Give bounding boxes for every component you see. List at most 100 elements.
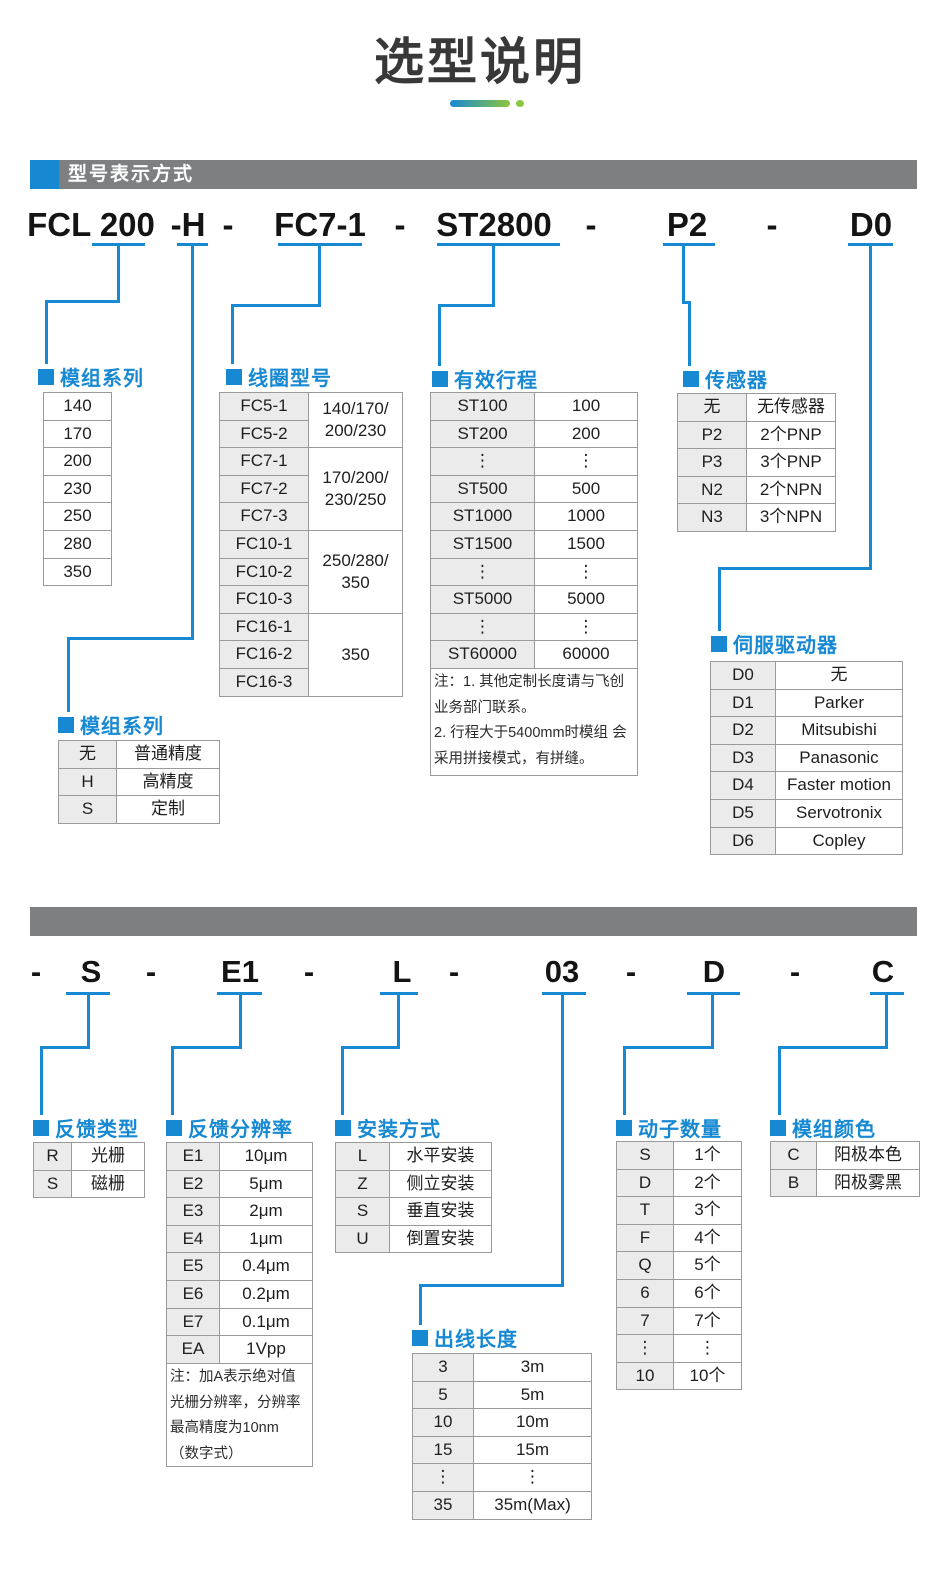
underline — [848, 243, 893, 246]
underline — [177, 243, 208, 246]
connector-line — [778, 1046, 888, 1049]
table-cell: L — [335, 1142, 390, 1171]
table-cell: 2个 — [673, 1168, 742, 1198]
table-cell: ⋮ — [616, 1334, 674, 1363]
table-cell: E5 — [166, 1252, 220, 1281]
table-cell: 高精度 — [116, 767, 220, 797]
group-label-mover-count: 动子数量 — [616, 1113, 722, 1142]
table-row: ⋮⋮ — [616, 1334, 742, 1363]
table-cell: Q — [616, 1251, 674, 1280]
table-cell: Mitsubishi — [775, 716, 903, 745]
connector-line — [40, 1046, 43, 1115]
table-row: 140 — [43, 392, 112, 421]
table-cell: N3 — [677, 503, 747, 532]
table-cell: F — [616, 1223, 674, 1253]
table-cell: 垂直安装 — [389, 1197, 492, 1226]
label-square-icon — [38, 368, 54, 385]
label-text: 动子数量 — [638, 1119, 722, 1141]
table-cell: ⋮ — [534, 557, 638, 587]
table-cell: FC7-3 — [219, 502, 309, 531]
table-cell: 250/280/ 350 — [308, 529, 403, 614]
label-text: 线圈型号 — [248, 368, 332, 390]
table-cell: 3个NPN — [746, 503, 836, 532]
table-cell: 100 — [534, 392, 638, 421]
table-cell: 5 — [412, 1380, 474, 1410]
underline — [870, 992, 904, 995]
table-cell: ⋮ — [430, 557, 535, 587]
table-cell: D3 — [710, 743, 776, 773]
connector-line — [885, 995, 888, 1048]
model-segment-precision: -H — [170, 206, 206, 243]
label-square-icon — [616, 1119, 632, 1136]
table-cell: ST200 — [430, 419, 535, 449]
underline — [380, 992, 418, 995]
table-cell: D0 — [710, 661, 776, 690]
model-separator: - — [394, 206, 406, 243]
table-cell: 280 — [43, 529, 112, 559]
table-cell: ⋮ — [412, 1463, 474, 1492]
table-cell: ST1000 — [430, 502, 535, 531]
table-cell: 10 — [412, 1408, 474, 1437]
table-cell: 2个NPN — [746, 475, 836, 505]
group-label-mounting: 安装方式 — [335, 1113, 441, 1142]
model-separator: - — [766, 206, 778, 243]
table-cell: S — [58, 795, 117, 824]
connector-line — [682, 246, 685, 303]
table-cell: 水平安装 — [389, 1142, 492, 1171]
connector-line — [492, 246, 495, 304]
table-row: FC16-3 — [219, 667, 403, 697]
connector-line — [45, 300, 120, 303]
connector-line — [718, 567, 872, 570]
connector-line — [561, 995, 564, 1286]
table-cell: P3 — [677, 448, 747, 477]
table-cell: ST5000 — [430, 585, 535, 614]
title-gradient-dash — [450, 100, 510, 107]
table-row: 170 — [43, 419, 112, 449]
table-cell: 定制 — [116, 795, 220, 824]
connector-line — [397, 995, 400, 1048]
underline — [663, 243, 715, 246]
group-label-stroke: 有效行程 — [432, 364, 538, 393]
table-cell: 10 — [616, 1361, 674, 1391]
label-square-icon — [711, 635, 727, 652]
table-cell: 140 — [43, 392, 112, 421]
table-cell: 0.2μm — [219, 1279, 313, 1309]
table-cell: 230 — [43, 474, 112, 504]
resolution-note: 注：加A表示绝对值 光栅分辨率，分辨率 最高精度为10nm （数字式） — [166, 1363, 313, 1467]
connector-line — [171, 1046, 174, 1115]
table-cell: 6个 — [673, 1278, 742, 1308]
table-cell: 1000 — [534, 502, 638, 531]
table-cell: S — [335, 1197, 390, 1226]
table-cell: C — [770, 1141, 817, 1170]
table-cell: 170 — [43, 419, 112, 449]
table-cell: 磁栅 — [71, 1169, 145, 1199]
model-segment-driver: D0 — [849, 206, 893, 243]
connector-line — [40, 1046, 90, 1049]
connector-line — [419, 1284, 564, 1287]
table-row: 250 — [43, 502, 112, 531]
table-cell: 无 — [58, 740, 117, 769]
